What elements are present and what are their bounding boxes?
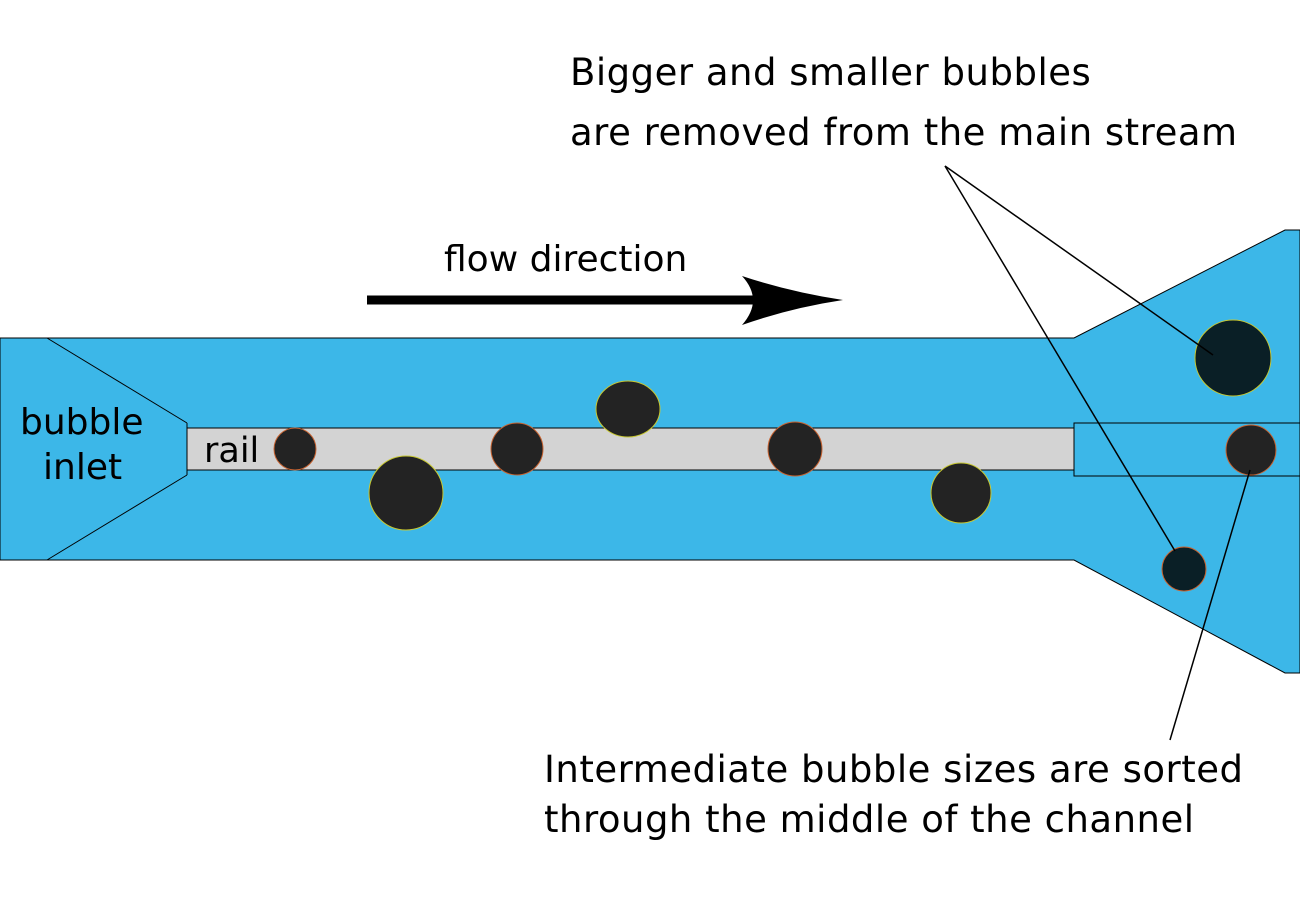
bubble <box>368 455 444 531</box>
rail-label: rail <box>204 431 260 471</box>
bubble <box>930 462 992 524</box>
sorted-bubbles-note-line1: Intermediate bubble sizes are sorted <box>544 748 1244 791</box>
removed-bubble-small <box>1161 546 1207 592</box>
removed-bubbles-note-line1: Bigger and smaller bubbles <box>570 51 1092 94</box>
inlet-label-line1: bubble <box>20 402 144 443</box>
pointer-to-intermediate-bubble <box>1169 469 1251 741</box>
removed-bubble-large <box>1194 319 1272 397</box>
outlet-middle-channel <box>1073 422 1300 477</box>
flow-direction-label: flow direction <box>444 239 688 280</box>
inlet-taper-bottom <box>46 474 188 561</box>
bubble <box>273 427 317 471</box>
bubble <box>490 422 544 476</box>
pointer-to-small-bubble <box>944 165 1176 552</box>
bubble <box>767 421 823 477</box>
inlet-taper-top <box>46 337 188 424</box>
sorted-bubble-intermediate <box>1225 424 1277 476</box>
pointer-to-large-bubble <box>944 165 1214 356</box>
inlet-label-line2: inlet <box>43 447 123 488</box>
sorted-bubbles-note-line2: through the middle of the channel <box>544 798 1195 841</box>
flow-arrow-head <box>742 276 843 325</box>
bubble <box>595 380 661 438</box>
removed-bubbles-note-line2: are removed from the main stream <box>570 111 1238 154</box>
